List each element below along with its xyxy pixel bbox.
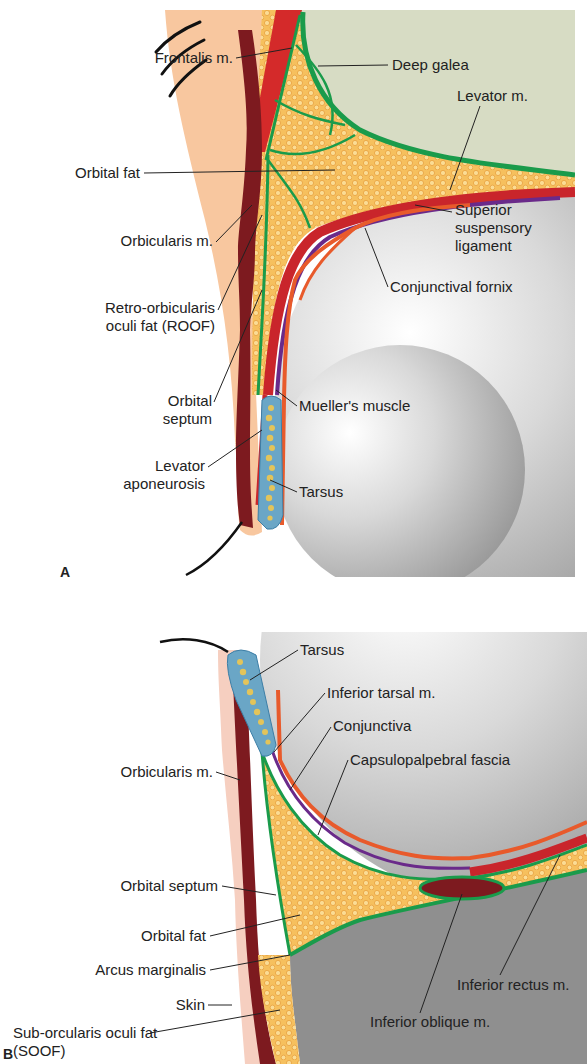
part-label: Capsulopalpebral fascia: [350, 751, 560, 769]
panel-a-art: [156, 10, 575, 577]
part-label: Frontalis m.: [113, 49, 233, 67]
part-label: Orbital fat: [86, 927, 206, 945]
panel-b-art: [160, 632, 587, 1064]
part-label: Levator aponeurosis: [110, 457, 205, 493]
part-label: Orbital septum: [142, 392, 212, 428]
part-label: Inferior tarsal m.: [327, 684, 497, 702]
part-label: Inferior oblique m.: [370, 1013, 530, 1031]
part-label: Levator m.: [457, 87, 567, 105]
panel-letter: B: [3, 1045, 33, 1063]
part-label: Orbital fat: [30, 164, 140, 182]
panel-letter: A: [60, 563, 90, 581]
part-label: Orbicularis m.: [83, 232, 213, 250]
part-label: Superior suspensory ligament: [455, 201, 555, 255]
part-label: Conjunctiva: [333, 717, 473, 735]
part-label: Orbicularis m.: [83, 763, 213, 781]
part-label: Inferior rectus m.: [457, 976, 587, 994]
part-label: Mueller's muscle: [299, 397, 459, 415]
part-label: Sub-orcularis oculi fat (SOOF): [13, 1024, 163, 1060]
part-label: Arcus marginalis: [56, 961, 206, 979]
part-label: Orbital septum: [88, 877, 218, 895]
part-label: Deep galea: [392, 56, 502, 74]
part-label: Retro-orbicularis oculi fat (ROOF): [75, 299, 215, 335]
part-label: Conjunctival fornix: [390, 278, 560, 296]
part-label: Tarsus: [299, 483, 389, 501]
part-label: Skin: [145, 996, 205, 1014]
part-label: Tarsus: [300, 641, 390, 659]
